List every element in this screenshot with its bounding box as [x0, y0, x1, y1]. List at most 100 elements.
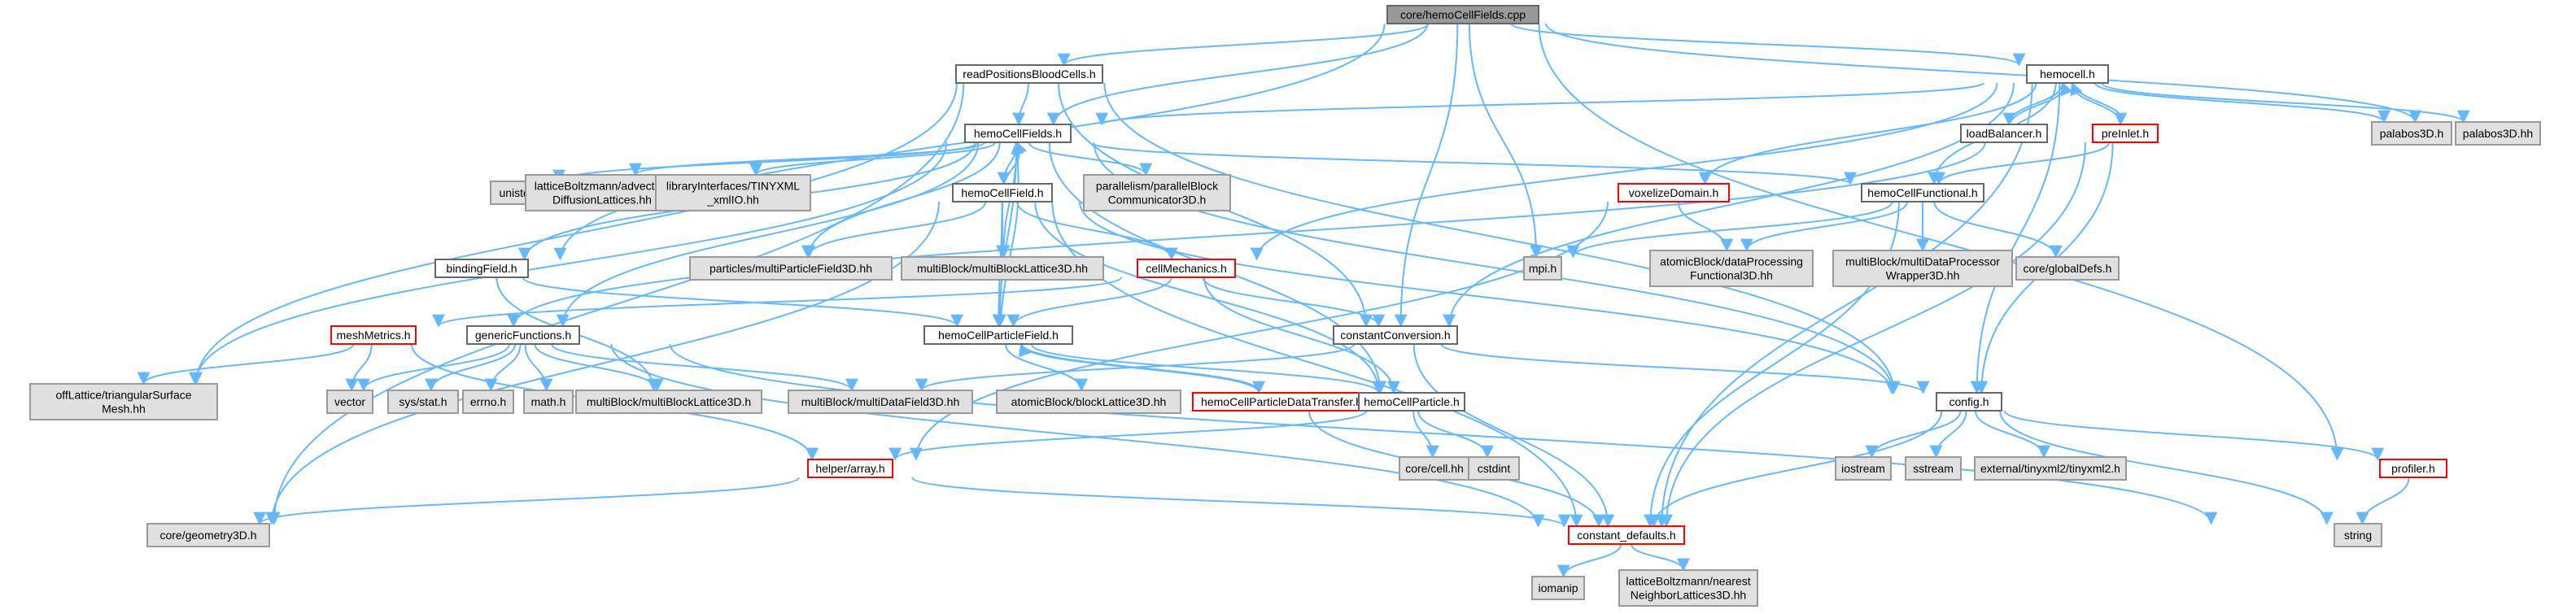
node-profiler[interactable]: profiler.h	[2379, 459, 2447, 478]
edge-hcField-to-coreGeometry	[265, 201, 940, 525]
edge-hcParticleField-to-abBlockLattice	[1004, 343, 1089, 392]
node-label: config.h	[1949, 395, 1989, 408]
edge-line	[2101, 82, 2470, 124]
node-box	[466, 325, 580, 345]
node-label: libraryInterfaces/TINYXML	[666, 180, 800, 193]
node-parComm: parallelism/parallelBlockCommunicator3D.…	[1083, 174, 1231, 211]
node-label: readPositionsBloodCells.h	[963, 67, 1095, 81]
node-box	[655, 174, 811, 211]
edge-line	[1677, 201, 1734, 252]
edges-layer	[137, 23, 2470, 578]
node-hcPDT[interactable]: hemoCellParticleDataTransfer.h	[1192, 392, 1371, 412]
edge-root-to-readPositions	[1057, 23, 1430, 67]
node-box	[387, 390, 459, 414]
edge-genericFunctions-to-constantDefaults	[610, 343, 1545, 528]
edge-bindingField-to-hcParticleField	[522, 277, 963, 328]
node-lbAdvDiff: latticeBoltzmann/advectionDiffusionLatti…	[525, 174, 679, 211]
edge-hcField-to-hcParticle	[1034, 201, 1386, 394]
node-hcParticleField[interactable]: hemoCellParticleField.h	[923, 325, 1073, 345]
edge-config-to-iostream	[1865, 410, 1962, 459]
node-readPositions[interactable]: readPositionsBloodCells.h	[955, 64, 1103, 84]
node-box	[1358, 392, 1465, 412]
edge-line	[1655, 82, 2033, 528]
node-box	[1905, 456, 1962, 481]
edge-line	[137, 343, 355, 385]
edge-config-to-constantDefaults	[1647, 410, 1943, 528]
edge-line	[1557, 543, 1622, 578]
edge-hemocell-to-hcFields	[1095, 82, 1984, 126]
node-voxelize[interactable]: voxelizeDomain.h	[1618, 183, 1730, 202]
edge-hcFunctional-to-globalDefs	[1933, 201, 2063, 259]
node-box	[1386, 5, 1539, 24]
node-constantDefaults[interactable]: constant_defaults.h	[1568, 525, 1685, 545]
node-box	[689, 256, 893, 281]
edge-line	[1006, 277, 1172, 328]
edge-line	[1631, 543, 1690, 572]
node-box	[955, 64, 1103, 84]
edge-config-to-tinyxml2	[1975, 410, 2050, 459]
node-box	[923, 325, 1073, 345]
edge-line	[629, 142, 986, 176]
node-hcFields[interactable]: hemoCellFields.h	[964, 124, 1072, 143]
node-hcFunctional[interactable]: hemoCellFunctional.h	[1861, 183, 1984, 202]
node-hemocell[interactable]: hemocell.h	[2026, 64, 2109, 84]
node-label: preInlet.h	[2102, 127, 2149, 140]
edge-hcFields-to-offLattice	[189, 142, 948, 385]
node-hcField[interactable]: hemoCellField.h	[952, 183, 1053, 202]
edge-line	[1932, 142, 2111, 185]
node-box	[1974, 456, 2127, 481]
node-genericFunctions[interactable]: genericFunctions.h	[466, 325, 580, 345]
edge-line	[1740, 201, 1909, 252]
node-box	[1468, 456, 1520, 481]
node-label: hemoCellField.h	[961, 186, 1043, 199]
edge-line	[1057, 23, 1430, 67]
edge-genericFunctions-to-math	[524, 343, 553, 392]
edge-genericFunctions-to-string	[669, 343, 2218, 525]
edge-line	[1544, 23, 2421, 124]
node-box	[1618, 569, 1758, 607]
edge-line	[1929, 410, 1967, 459]
node-label: Functional3D.hh	[1690, 269, 1773, 282]
edge-root-to-constantConversion	[1394, 23, 1459, 328]
node-cellMechanics[interactable]: cellMechanics.h	[1137, 259, 1236, 278]
edge-meshMetrics-to-vector	[345, 343, 373, 392]
edge-readPositions-to-config	[1103, 82, 1901, 394]
node-label: vector	[334, 395, 365, 408]
node-sysstat: sys/stat.h	[387, 390, 459, 414]
node-box	[2379, 459, 2447, 478]
node-preInlet[interactable]: preInlet.h	[2092, 124, 2159, 143]
node-box	[2092, 124, 2159, 143]
edge-line	[1865, 410, 1962, 459]
node-loadBalancer[interactable]: loadBalancer.h	[1960, 124, 2048, 143]
node-root[interactable]: core/hemoCellFields.cpp	[1386, 5, 1539, 24]
node-config[interactable]: config.h	[1936, 392, 2002, 412]
node-label: hemoCellFunctional.h	[1867, 186, 1977, 199]
edge-line	[2356, 477, 2410, 525]
edge-line	[610, 343, 1545, 528]
node-box	[1835, 456, 1892, 481]
node-label: multiBlock/multiDataField3D.hh	[801, 395, 960, 408]
edge-hcFields-to-tinyxmlIO	[749, 142, 996, 176]
node-bindingField[interactable]: bindingField.h	[434, 259, 529, 278]
node-mpi: mpi.h	[1523, 256, 1562, 281]
edge-line	[1538, 23, 2344, 461]
edge-hcParticle-to-cstdint	[1417, 410, 1494, 459]
node-label: iostream	[1841, 462, 1885, 475]
node-box	[29, 383, 218, 420]
node-box	[1333, 325, 1458, 345]
edge-line	[1468, 23, 1543, 259]
node-helperArray[interactable]: helper/array.h	[807, 459, 893, 478]
node-meshMetrics[interactable]: meshMetrics.h	[330, 325, 417, 345]
node-label: math.h	[531, 395, 566, 408]
node-tinyxml2: external/tinyxml2/tinyxml2.h	[1974, 456, 2127, 481]
node-label: core/geometry3D.h	[159, 529, 256, 542]
node-palabos3Dhh: palabos3D.hh	[2455, 121, 2541, 146]
edge-profiler-to-string	[2356, 477, 2410, 525]
node-constantConversion[interactable]: constantConversion.h	[1333, 325, 1458, 345]
node-box	[807, 459, 893, 478]
node-hcParticle[interactable]: hemoCellParticle.h	[1358, 392, 1465, 412]
node-coreCell: core/cell.hh	[1399, 456, 1470, 481]
edge-line	[1095, 82, 1984, 126]
edge-line	[432, 277, 1123, 328]
node-box	[1832, 250, 2013, 287]
